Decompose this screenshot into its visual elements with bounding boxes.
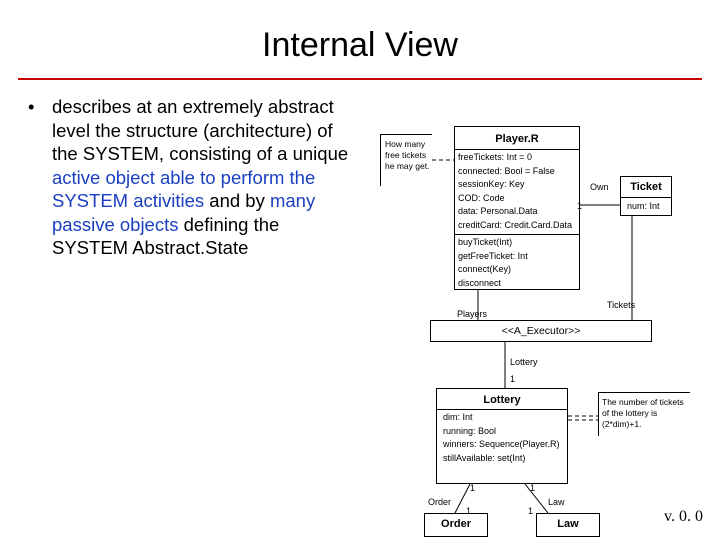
lottery-attr: stillAvailable: set(Int) <box>443 452 526 463</box>
bullet-text-2: and by <box>204 190 270 211</box>
player-attr: freeTickets: Int = 0 <box>458 152 532 162</box>
ticket-class-name: Ticket <box>630 181 662 193</box>
lottery-role-label: Lottery <box>510 357 538 367</box>
bullet-text-1: describes at an extremely abstract level… <box>52 96 349 164</box>
lottery-attr: winners: Sequence(Player.R) <box>443 439 560 450</box>
law-class-name: Law <box>557 518 579 530</box>
player-op: getFreeTicket: Int <box>458 250 528 261</box>
player-attr: sessionKey: Key <box>458 179 525 190</box>
title-rule <box>18 78 702 80</box>
law-multiplicity: 1 <box>528 506 534 516</box>
player-attr: data: Personal.Data <box>458 206 538 217</box>
law-top-multiplicity: 1 <box>530 483 536 493</box>
ticket-attr: num: Int <box>627 201 660 211</box>
player-op: disconnect <box>458 277 502 288</box>
own-label: Own <box>590 182 609 192</box>
player-op: connect(Key) <box>458 264 512 275</box>
executor-stereotype: <<A_Executor>> <box>501 325 581 337</box>
player-attributes: freeTickets: Int = 0 connected: Bool = F… <box>458 151 572 233</box>
bullet-text-3: defining the SYSTEM Abstract.State <box>52 213 280 259</box>
player-attr: connected: Bool = False <box>458 165 555 176</box>
tickets-role-label: Tickets <box>607 300 636 310</box>
player-op: buyTicket(Int) <box>458 237 513 247</box>
note-lottery: The number of tickets of the lottery is … <box>598 392 690 436</box>
bullet-text: describes at an extremely abstract level… <box>52 95 352 260</box>
order-multiplicity: 1 <box>466 506 472 516</box>
own-multiplicity: 1 <box>577 201 583 211</box>
law-class: Law <box>536 513 600 537</box>
lottery-attr: dim: Int <box>443 412 473 422</box>
order-top-multiplicity: 1 <box>470 483 476 493</box>
note-lottery-text: The number of tickets of the lottery is … <box>602 397 684 429</box>
bullet-marker: • <box>28 96 35 117</box>
order-class: Order <box>424 513 488 537</box>
player-operations: buyTicket(Int) getFreeTicket: Int connec… <box>458 236 528 290</box>
player-class-name: Player.R <box>495 133 539 145</box>
law-role-label: Law <box>548 497 565 507</box>
version-label: v. 0. 0 <box>664 508 703 525</box>
players-role-label: Players <box>457 309 488 319</box>
lottery-class: Lottery dim: Int running: Bool winners: … <box>436 388 568 484</box>
order-role-label: Order <box>428 497 452 507</box>
player-attr: COD: Code <box>458 192 505 203</box>
player-class: Player.R freeTickets: Int = 0 connected:… <box>454 126 580 290</box>
executor-box: <<A_Executor>> <box>430 320 652 342</box>
player-attr: creditCard: Credit.Card.Data <box>458 219 573 230</box>
note-how-many: How many free tickets he may get. <box>380 134 432 186</box>
bullet-highlight-passive: many passive objects <box>52 190 316 235</box>
lottery-role-multiplicity: 1 <box>510 374 516 384</box>
ticket-class: Ticket num: Int <box>620 176 672 216</box>
slide-title: Internal View <box>262 26 458 64</box>
lottery-attr: running: Bool <box>443 425 497 436</box>
order-class-name: Order <box>441 518 471 530</box>
bullet-highlight-active: active object able to perform the SYSTEM… <box>52 166 316 212</box>
lottery-class-name: Lottery <box>483 394 521 406</box>
note-how-many-text: How many free tickets he may get. <box>385 139 430 171</box>
lottery-attributes: dim: Int running: Bool winners: Sequence… <box>443 411 563 465</box>
